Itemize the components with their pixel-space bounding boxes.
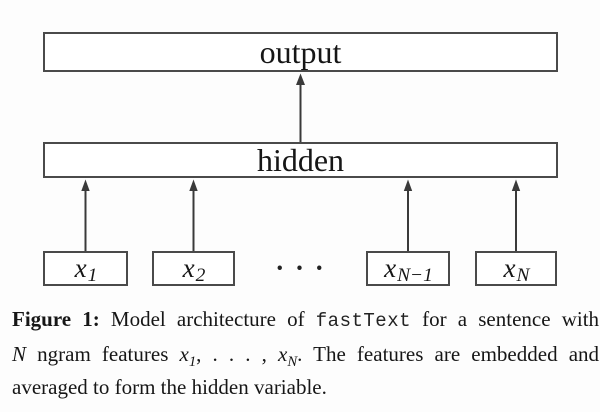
caption-text: ngram features: [37, 342, 169, 366]
input-label-xn: xN: [503, 253, 530, 287]
caption-line-3: averaged to form the hidden variable.: [12, 375, 327, 399]
caption-figure-label: Figure 1:: [12, 307, 100, 331]
math-xn: xN: [278, 342, 298, 371]
input-box-xn: xN: [475, 251, 557, 286]
caption-text: . The features are embedded and: [297, 342, 600, 366]
fasttext-code: fastText: [315, 310, 411, 332]
arrow-xn1-to-hidden: [403, 179, 413, 251]
arrow-x2-to-hidden: [189, 179, 198, 251]
input-label-xn-1: xN−1: [384, 253, 433, 287]
caption-text: for a sentence with: [422, 307, 600, 331]
caption-dots: , . . . ,: [196, 342, 279, 366]
input-box-x1: x1: [43, 251, 128, 286]
arrow-hidden-to-output: [296, 73, 305, 142]
input-box-x2: x2: [152, 251, 235, 286]
output-box: output: [43, 32, 558, 72]
input-label-x2: x2: [182, 253, 206, 287]
arrow-xn-to-hidden: [511, 179, 521, 251]
math-N: N: [12, 342, 27, 366]
math-x1: x1: [179, 342, 197, 371]
caption-text: Model architecture of: [110, 307, 305, 331]
hidden-label: hidden: [256, 142, 345, 178]
output-label: output: [259, 34, 342, 70]
input-box-xn-1: xN−1: [366, 251, 450, 286]
caption-line-1: Figure 1: Model architecture of fastText…: [12, 303, 599, 338]
hidden-box: hidden: [43, 142, 558, 178]
ellipsis-dots: · · ·: [275, 253, 326, 283]
input-label-x1: x1: [74, 253, 98, 287]
caption-line-2: N ngram features x1, . . . , xN. The fea…: [12, 338, 599, 371]
figure-caption: Figure 1: Model architecture of fastText…: [12, 303, 599, 404]
arrow-x1-to-hidden: [81, 179, 90, 251]
